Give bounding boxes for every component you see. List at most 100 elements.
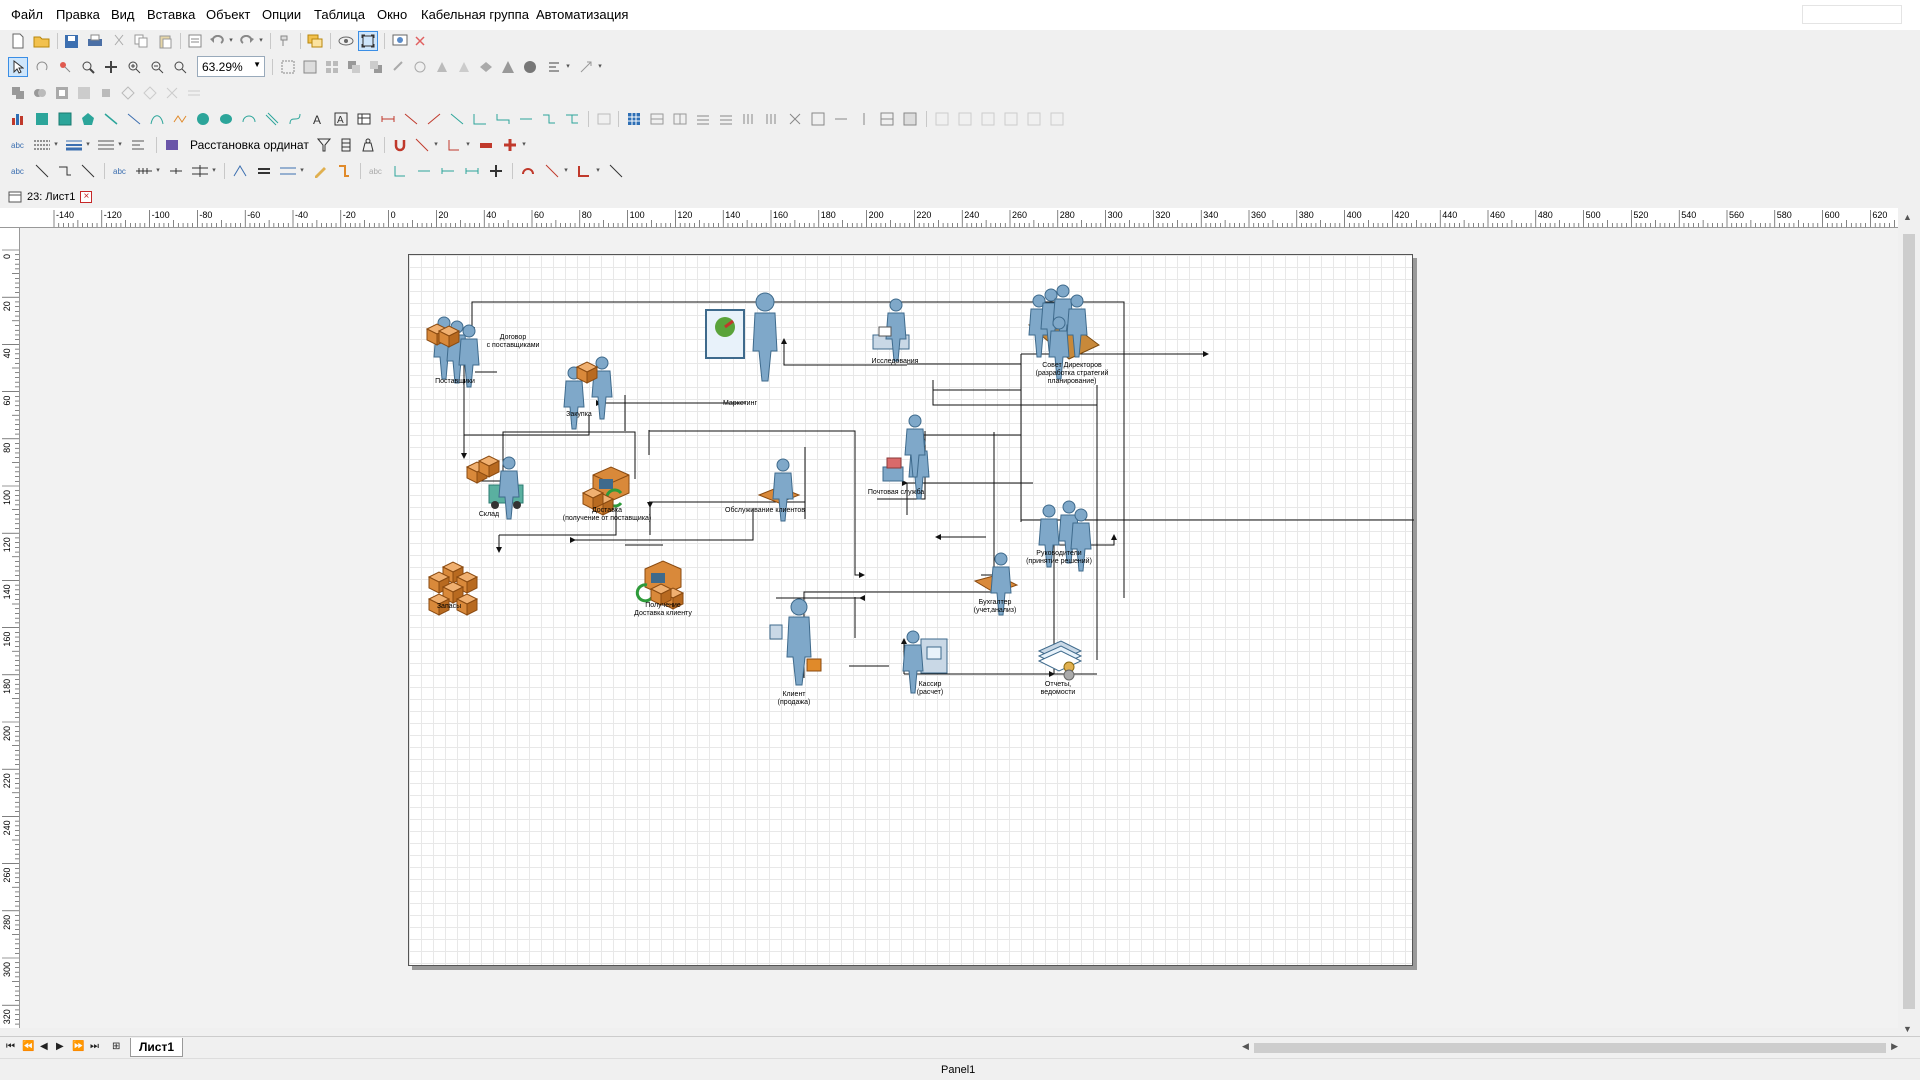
pointer-tool-icon[interactable]	[8, 57, 28, 77]
open-folder-icon[interactable]	[32, 31, 52, 51]
multi-bus-icon[interactable]	[190, 161, 210, 181]
redo-icon[interactable]	[237, 31, 257, 51]
wire-group-dropdown[interactable]: ▾	[300, 167, 304, 174]
distribute-dropdown[interactable]: ▾	[598, 63, 602, 70]
next-sheet-icon[interactable]: ▶	[56, 1041, 64, 1052]
red-arc-icon[interactable]	[518, 161, 538, 181]
table-col-icon[interactable]	[670, 109, 690, 129]
dim-arrow-icon[interactable]	[438, 161, 458, 181]
table-height-icon[interactable]	[854, 109, 874, 129]
undo-dropdown[interactable]: ▾	[229, 37, 233, 44]
visibility-icon[interactable]	[336, 31, 356, 51]
close-view-icon[interactable]	[410, 31, 430, 51]
cell-align-right-icon[interactable]	[978, 109, 998, 129]
menu-view[interactable]: Вид	[111, 7, 135, 22]
pencil-icon[interactable]	[310, 161, 330, 181]
spline-tool-icon[interactable]	[285, 109, 305, 129]
scroll-left-icon[interactable]: ◀	[1242, 1041, 1249, 1051]
menu-insert[interactable]: Вставка	[147, 7, 196, 22]
table-width-icon[interactable]	[831, 109, 851, 129]
wire-bundle-icon[interactable]	[230, 161, 250, 181]
elbow-line-dropdown[interactable]: ▾	[466, 141, 470, 148]
pen-line-icon[interactable]	[412, 135, 432, 155]
paste-icon[interactable]	[155, 31, 175, 51]
multi-bus-dropdown[interactable]: ▾	[212, 167, 216, 174]
connector-multi-icon[interactable]	[539, 109, 559, 129]
square-tool-icon[interactable]	[55, 109, 75, 129]
diamond-shape-icon[interactable]	[118, 83, 138, 103]
scroll-thumb[interactable]	[1254, 1043, 1886, 1053]
flip-vertical-icon[interactable]	[498, 57, 518, 77]
zoom-in-icon[interactable]	[124, 57, 144, 77]
battery-icon[interactable]	[336, 135, 356, 155]
plus-node-icon[interactable]	[486, 161, 506, 181]
dim-line-icon[interactable]	[414, 161, 434, 181]
group-icon[interactable]	[278, 57, 298, 77]
connector-point-icon[interactable]	[55, 57, 75, 77]
delivery-out-icon[interactable]	[635, 560, 684, 610]
mail-icon[interactable]	[882, 414, 930, 500]
delivery-in-icon[interactable]	[582, 466, 630, 516]
polyline-tool-icon[interactable]	[124, 109, 144, 129]
print-icon[interactable]	[85, 31, 105, 51]
horizontal-scrollbar[interactable]: ◀ ▶	[1242, 1041, 1898, 1055]
elbow-connector-icon[interactable]	[334, 161, 354, 181]
new-document-icon[interactable]	[8, 31, 28, 51]
align-dropdown[interactable]: ▾	[566, 63, 570, 70]
add-sheet-icon[interactable]: ⊞	[112, 1041, 121, 1052]
cell-align-bottom-icon[interactable]	[1047, 109, 1067, 129]
bus-bar-icon[interactable]	[134, 161, 154, 181]
align-icon[interactable]	[544, 57, 564, 77]
junction-icon[interactable]	[166, 161, 186, 181]
red-line-dropdown[interactable]: ▾	[564, 167, 568, 174]
menu-cable-group[interactable]: Кабельная группа	[421, 7, 529, 22]
connector-step-icon[interactable]	[562, 109, 582, 129]
suppliers-icon[interactable]	[426, 316, 480, 388]
table-insert-icon[interactable]	[354, 109, 374, 129]
line-weight-icon[interactable]	[64, 135, 84, 155]
swap-icon[interactable]	[184, 83, 204, 103]
warehouse-icon[interactable]	[466, 455, 524, 520]
cashier-icon[interactable]	[902, 630, 948, 694]
draw-line-icon[interactable]	[32, 161, 52, 181]
ungroup-icon[interactable]	[300, 57, 320, 77]
table-fill-icon[interactable]	[900, 109, 920, 129]
table-new-icon[interactable]	[624, 109, 644, 129]
bring-front-icon[interactable]	[344, 57, 364, 77]
dimension-icon[interactable]	[378, 109, 398, 129]
menu-options[interactable]: Опции	[262, 7, 302, 22]
layers-icon[interactable]	[305, 31, 325, 51]
line-ends-icon[interactable]	[96, 135, 116, 155]
reports-icon[interactable]	[1037, 640, 1083, 681]
zoom-tool-icon[interactable]	[78, 57, 98, 77]
zoom-select[interactable]: 63.29%▼	[197, 56, 265, 77]
union-icon[interactable]	[8, 83, 28, 103]
quick-search-input[interactable]	[1802, 5, 1902, 24]
abc-small-icon[interactable]: abc	[366, 161, 386, 181]
diamond-outline-icon[interactable]	[140, 83, 160, 103]
align-grid-icon[interactable]	[322, 57, 342, 77]
connector-elbow-icon[interactable]	[470, 109, 490, 129]
marketing-icon[interactable]	[705, 292, 778, 382]
format-painter-icon[interactable]	[276, 31, 296, 51]
accountant-icon[interactable]	[973, 552, 1019, 616]
properties-icon[interactable]	[185, 31, 205, 51]
send-back-icon[interactable]	[366, 57, 386, 77]
table-delete-icon[interactable]	[785, 109, 805, 129]
circle-tool-icon[interactable]	[193, 109, 213, 129]
cross-icon[interactable]	[162, 83, 182, 103]
sheet-tab[interactable]: Лист1	[130, 1038, 184, 1057]
line-style-icon[interactable]	[32, 135, 52, 155]
first-sheet-icon[interactable]: ⏮	[6, 1041, 15, 1052]
cut-icon[interactable]	[109, 31, 129, 51]
text-wrap-icon[interactable]	[128, 135, 148, 155]
freehand-tool-icon[interactable]	[170, 109, 190, 129]
double-line-icon[interactable]	[262, 109, 282, 129]
line-ends-dropdown[interactable]: ▾	[118, 141, 122, 148]
abc-label-icon[interactable]: abc	[110, 161, 130, 181]
line-weight-dropdown[interactable]: ▾	[86, 141, 90, 148]
rotate-right-icon[interactable]	[454, 57, 474, 77]
table-delete-row-icon[interactable]	[716, 109, 736, 129]
pen-line-dropdown[interactable]: ▾	[434, 141, 438, 148]
preview-icon[interactable]	[390, 31, 410, 51]
